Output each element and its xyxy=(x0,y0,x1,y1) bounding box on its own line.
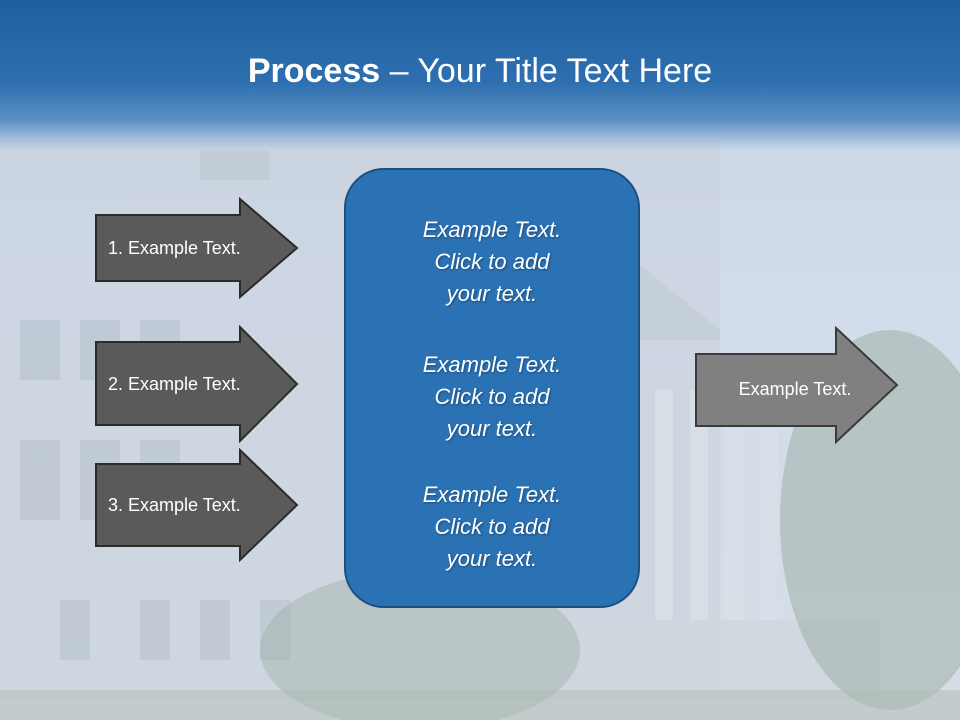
process-text-line: your text. xyxy=(446,546,538,571)
process-text-line: your text. xyxy=(446,416,538,441)
process-text-block-3: Example Text. Click to add your text. xyxy=(346,479,638,575)
output-arrow-label: Example Text. xyxy=(738,378,852,399)
process-text-line: Example Text. xyxy=(422,352,562,377)
process-text-line: Example Text. xyxy=(422,217,562,242)
input-arrow-2: 2. Example Text. xyxy=(94,325,300,443)
process-text-block-2: Example Text. Click to add your text. xyxy=(346,349,638,445)
process-text-block-1: Example Text. Click to add your text. xyxy=(346,214,638,310)
process-text-line: your text. xyxy=(446,281,538,306)
process-text-line: Click to add xyxy=(434,384,550,409)
process-text-line: Example Text. xyxy=(422,482,562,507)
output-arrow: Example Text. xyxy=(694,326,900,444)
process-text-line: Click to add xyxy=(434,249,550,274)
slide-title: Process – Your Title Text Here xyxy=(0,52,960,91)
input-arrow-1: 1. Example Text. xyxy=(94,197,300,299)
title-bold: Process xyxy=(247,52,381,90)
input-arrow-2-label: 2. Example Text. xyxy=(108,373,241,394)
title-bar xyxy=(0,0,960,150)
input-arrow-3-label: 3. Example Text. xyxy=(108,494,241,515)
process-box: Example Text. Click to add your text. Ex… xyxy=(344,168,640,608)
title-rest: – Your Title Text Here xyxy=(380,52,713,90)
process-text-line: Click to add xyxy=(434,514,550,539)
input-arrow-1-label: 1. Example Text. xyxy=(108,237,241,258)
input-arrow-3: 3. Example Text. xyxy=(94,448,300,562)
